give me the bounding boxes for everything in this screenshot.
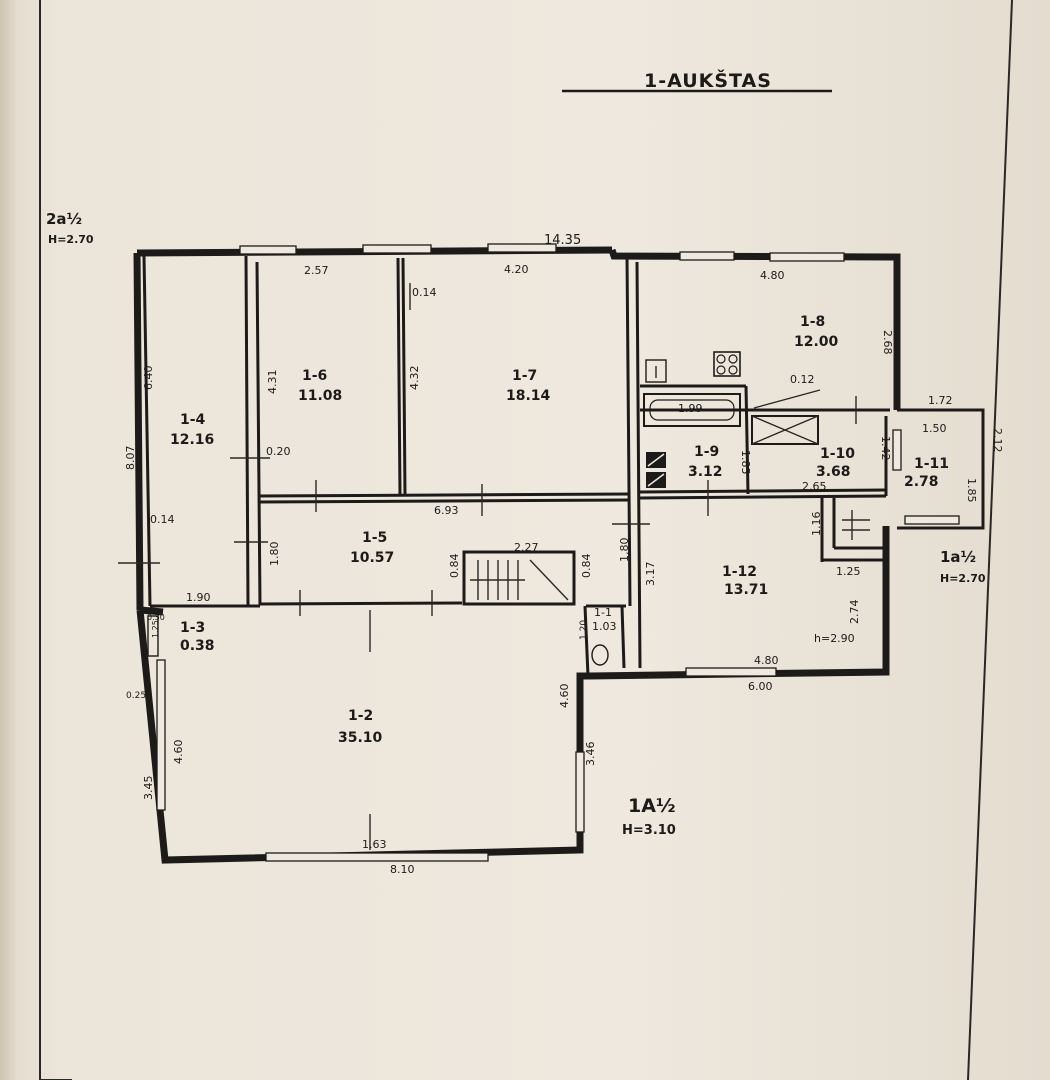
room-id: 1-7 — [512, 368, 537, 384]
dimension-label: 1.42 — [879, 436, 892, 461]
room-id: 1-3 — [180, 620, 205, 636]
dimension-label: 4.60 — [172, 740, 185, 765]
room-area: 2.78 — [904, 474, 939, 490]
dimension-label: 0.14 — [150, 513, 175, 526]
room-area: 18.14 — [506, 388, 551, 404]
room-id: 1-11 — [914, 456, 949, 472]
plan-title: 1-AUKŠTAS — [644, 68, 772, 92]
dimension-label: 0.12 — [790, 373, 815, 386]
dimension-label: 4.80 — [754, 654, 779, 667]
dimension-label: 6.00 — [748, 680, 773, 693]
room-id: 1-5 — [362, 530, 387, 546]
dimension-label: 3.46 — [584, 742, 597, 767]
room-area: 12.00 — [794, 334, 839, 350]
room-area: 11.08 — [298, 388, 342, 404]
dimension-label: 6.40 — [142, 366, 155, 391]
dimension-label: 6.93 — [434, 504, 459, 517]
room-labels: 1-2 35.10 1-3 0.38 1-4 12.16 1-5 10.57 1… — [170, 314, 949, 746]
dimension-label: 4.60 — [558, 684, 571, 709]
dimension-label: 1.85 — [965, 478, 978, 503]
dimension-label: 1.20 — [579, 620, 589, 640]
room-area: 1.03 — [592, 620, 617, 633]
dimension-label: 2.27 — [514, 541, 539, 554]
room-id: 1-4 — [180, 412, 206, 428]
level-height-right: H=2.70 — [940, 572, 986, 585]
dimension-label: 1.80 — [618, 538, 631, 563]
dimension-label: 14.35 — [544, 233, 581, 248]
dimension-label: 1.25 — [836, 565, 861, 578]
dimension-label: 8.10 — [390, 863, 415, 876]
dimension-label: 4.80 — [760, 269, 785, 282]
dimension-label: 1.90 — [186, 591, 211, 604]
dimension-label: 2.12 — [991, 428, 1004, 453]
room-area: 13.71 — [724, 582, 768, 598]
level-code-right: 1a½ — [940, 548, 976, 566]
room-id: 1-2 — [348, 708, 373, 724]
dimension-label: 0.14 — [412, 286, 437, 299]
dimension-labels: 14.35 2.57 4.20 4.80 2.68 6.40 8.07 4.31… — [124, 233, 1004, 876]
room-id: 1-1 — [594, 606, 612, 619]
room-area: 10.57 — [350, 550, 394, 566]
dimension-label: 2.74 — [848, 600, 861, 625]
room-area: 12.16 — [170, 432, 214, 448]
dimension-label: 2.57 — [304, 264, 329, 277]
interior-walls — [142, 255, 890, 677]
dimension-label: 4.20 — [504, 263, 529, 276]
room-id: 1-10 — [820, 446, 855, 462]
dimension-label: 2.65 — [802, 480, 827, 493]
dimension-label: 0.30 — [147, 613, 165, 622]
room-area: 0.38 — [180, 638, 215, 654]
dimension-label: 1.16 — [810, 512, 823, 537]
sheet-border-right — [967, 0, 1013, 1080]
level-code-main: 1A½ — [628, 795, 676, 817]
fixtures — [147, 351, 819, 666]
level-code-upper-left: 2a½ — [46, 210, 82, 228]
window — [239, 245, 297, 255]
dimension-label: 1.50 — [922, 422, 947, 435]
room-id: 1-12 — [722, 564, 757, 580]
dimension-label: 1.25 — [151, 620, 160, 638]
room-id: 1-8 — [800, 314, 825, 330]
dimension-ticks — [118, 283, 857, 850]
dimension-label: 0.84 — [448, 554, 461, 579]
dimension-label: 4.31 — [266, 370, 279, 395]
dimension-label: 0.25 — [126, 691, 146, 701]
dimension-label: 2.68 — [881, 330, 894, 355]
room-area: 3.68 — [816, 464, 851, 480]
dimension-label: 3.17 — [644, 562, 657, 587]
room-area: 3.12 — [688, 464, 723, 480]
dimension-label: 3.45 — [142, 776, 155, 801]
dimension-label: h=2.90 — [814, 632, 855, 645]
dimension-label: 1.85 — [739, 450, 752, 475]
dimension-label: 0.84 — [580, 554, 593, 579]
staircase — [462, 510, 870, 606]
dimension-label: 8.07 — [124, 446, 137, 471]
level-height-main: H=3.10 — [622, 823, 676, 838]
dimension-label: 1.63 — [362, 838, 387, 851]
room-id: 1-9 — [694, 444, 719, 460]
dimension-label: 1.80 — [268, 542, 281, 567]
dimension-label: 4.32 — [408, 366, 421, 391]
level-height-upper-left: H=2.70 — [48, 233, 94, 246]
dimension-label: 1.72 — [928, 394, 953, 407]
exterior-walls — [133, 246, 985, 864]
room-id: 1-6 — [302, 368, 327, 384]
dimension-label: 1.99 — [678, 402, 703, 415]
dimension-label: 0.20 — [266, 445, 291, 458]
room-area: 35.10 — [338, 730, 383, 746]
